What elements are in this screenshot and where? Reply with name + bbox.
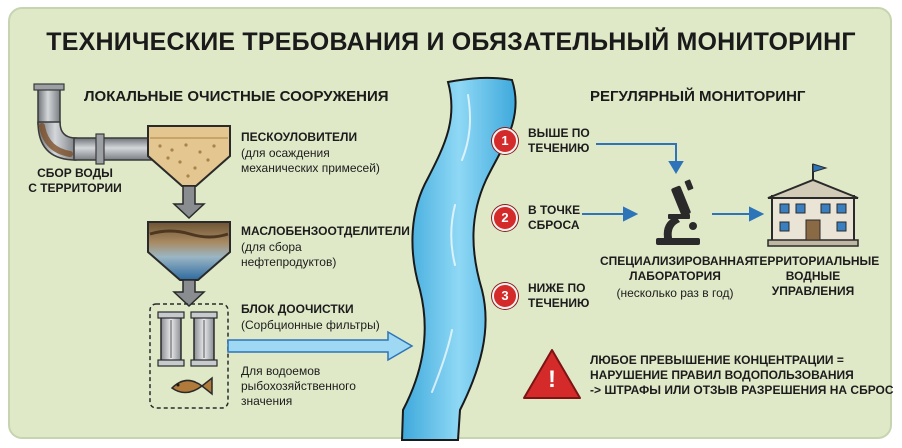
lab-name: СПЕЦИАЛИЗИРОВАННАЯ ЛАБОРАТОРИЯ xyxy=(600,254,754,283)
stage-sand-trap-name: ПЕСКОУЛОВИТЕЛИ xyxy=(241,130,358,144)
filter-block xyxy=(149,303,229,409)
monitoring-heading: РЕГУЛЯРНЫЙ МОНИТОРИНГ xyxy=(590,88,806,105)
outflow-arrow xyxy=(227,330,414,362)
point-label-downstream: НИЖЕ ПО ТЕЧЕНИЮ xyxy=(528,281,590,310)
intake-label: СБОР ВОДЫ С ТЕРРИТОРИИ xyxy=(28,166,122,195)
page-title: ТЕХНИЧЕСКИЕ ТРЕБОВАНИЯ И ОБЯЗАТЕЛЬНЫЙ МО… xyxy=(46,28,856,56)
point-label-upstream: ВЫШЕ ПО ТЕЧЕНИЮ xyxy=(528,126,590,155)
point-badge-3: 3 xyxy=(492,283,518,309)
authority-name: ТЕРРИТОРИАЛЬНЫЕ ВОДНЫЕ УПРАВЛЕНИЯ xyxy=(752,254,880,298)
warning-symbol: ! xyxy=(548,366,556,393)
point-label-discharge: В ТОЧКЕ СБРОСА xyxy=(528,203,581,232)
stage-oil-separator-name: МАСЛОБЕНЗООТДЕЛИТЕЛИ xyxy=(241,224,410,238)
warning-triangle-icon xyxy=(523,349,581,399)
point-badge-2: 2 xyxy=(492,205,518,231)
stage-filter-block-desc: (Сорбционные фильтры) xyxy=(241,318,380,332)
drain-pipe-icon xyxy=(33,83,153,165)
monitoring-arrows xyxy=(582,143,765,222)
sand-tank-icon xyxy=(147,125,231,187)
stage-oil-separator-desc: (для сбора нефтепродуктов) xyxy=(241,240,337,269)
warning-text: ЛЮБОЕ ПРЕВЫШЕНИЕ КОНЦЕНТРАЦИИ = НАРУШЕНИ… xyxy=(590,353,894,397)
stage-sand-trap-desc: (для осаждения механических примесей) xyxy=(241,146,380,175)
filter-cartridge-icon xyxy=(157,311,218,367)
oil-tank-icon xyxy=(147,221,231,281)
lab-note: (несколько раз в год) xyxy=(616,286,734,300)
outflow-note: Для водоемов рыбохозяйственного значения xyxy=(241,364,356,408)
fish-icon xyxy=(170,376,213,396)
river xyxy=(400,76,517,441)
government-building-icon xyxy=(767,163,859,247)
local-facilities-heading: ЛОКАЛЬНЫЕ ОЧИСТНЫЕ СООРУЖЕНИЯ xyxy=(84,88,389,105)
microscope-icon xyxy=(656,179,700,245)
point-badge-1: 1 xyxy=(492,128,518,154)
flow-arrow-2 xyxy=(172,279,206,308)
flow-arrow-1 xyxy=(172,185,206,220)
stage-filter-block-name: БЛОК ДООЧИСТКИ xyxy=(241,302,354,316)
